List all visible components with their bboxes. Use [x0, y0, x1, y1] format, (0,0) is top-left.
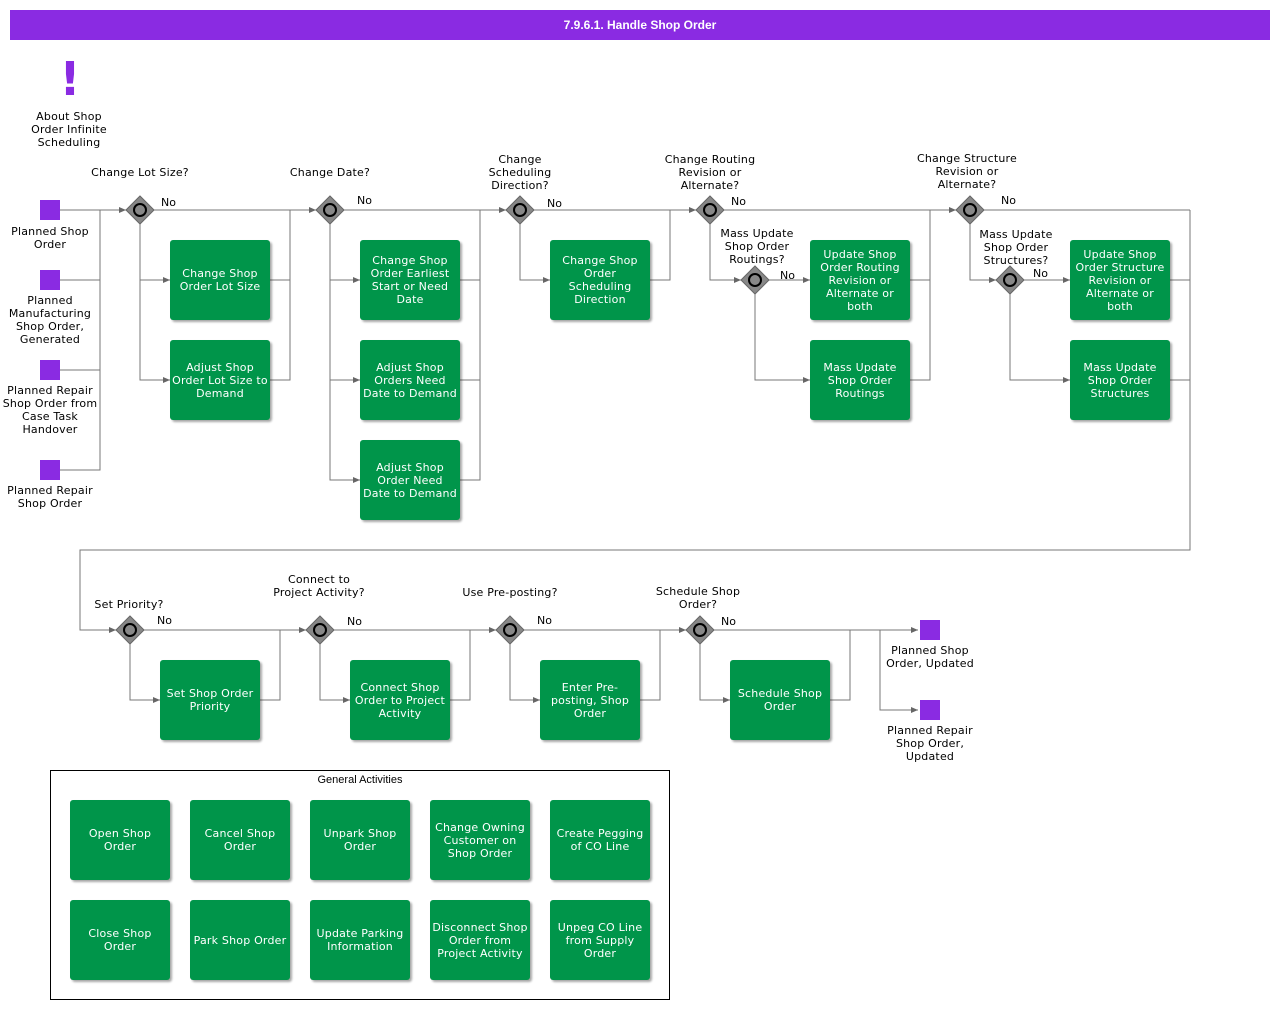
task-change-owning-customer[interactable]: Change Owning Customer on Shop Order [430, 800, 530, 880]
task-set-priority[interactable]: Set Shop Order Priority [160, 660, 260, 740]
gateway-label: Use Pre-posting? [462, 586, 558, 599]
no-label: No [161, 196, 176, 209]
task-update-parking-info[interactable]: Update Parking Information [310, 900, 410, 980]
gateway-change-routing-revision[interactable] [695, 195, 725, 225]
no-label: No [731, 195, 746, 208]
no-label: No [721, 615, 736, 628]
gateway-label: Change Routing Revision or Alternate? [664, 153, 756, 192]
no-label: No [1033, 267, 1048, 280]
gateway-use-preposting[interactable] [495, 615, 525, 645]
gateway-label: Change Date? [289, 166, 371, 179]
gateway-change-lot-size[interactable] [125, 195, 155, 225]
gateway-change-scheduling-direction[interactable] [505, 195, 535, 225]
gateway-label: Set Priority? [94, 598, 164, 611]
gateway-label: Change Structure Revision or Alternate? [917, 152, 1017, 191]
end-event-shop-order-updated[interactable] [920, 620, 940, 640]
task-park-shop-order[interactable]: Park Shop Order [190, 900, 290, 980]
gateway-change-date[interactable] [315, 195, 345, 225]
gateway-schedule-shop-order[interactable] [685, 615, 715, 645]
gateway-set-priority[interactable] [115, 615, 145, 645]
no-label: No [780, 269, 795, 282]
start-event-label: Planned Manufacturing Shop Order, Genera… [8, 294, 92, 346]
start-event-label: Planned Repair Shop Order from Case Task… [2, 384, 98, 436]
task-change-scheduling-direction[interactable]: Change Shop Order Scheduling Direction [550, 240, 650, 320]
start-event-planned-manufacturing[interactable] [40, 270, 60, 290]
task-disconnect-project-activity[interactable]: Disconnect Shop Order from Project Activ… [430, 900, 530, 980]
end-event-repair-order-updated[interactable] [920, 700, 940, 720]
gateway-label: Schedule Shop Order? [655, 585, 741, 611]
end-event-label: Planned Repair Shop Order, Updated [887, 724, 973, 763]
gateway-change-structure-revision[interactable] [955, 195, 985, 225]
task-change-lot-size[interactable]: Change Shop Order Lot Size [170, 240, 270, 320]
task-mass-update-structures[interactable]: Mass Update Shop Order Structures [1070, 340, 1170, 420]
no-label: No [1001, 194, 1016, 207]
task-open-shop-order[interactable]: Open Shop Order [70, 800, 170, 880]
no-label: No [357, 194, 372, 207]
exclamation-icon[interactable]: ! [59, 52, 81, 106]
task-change-start-need-date[interactable]: Change Shop Order Earliest Start or Need… [360, 240, 460, 320]
task-unpeg-co-line[interactable]: Unpeg CO Line from Supply Order [550, 900, 650, 980]
gateway-connect-project[interactable] [305, 615, 335, 645]
gateway-label: Mass Update Shop Order Structures? [979, 228, 1053, 267]
task-connect-project-activity[interactable]: Connect Shop Order to Project Activity [350, 660, 450, 740]
gateway-mass-update-routings[interactable] [740, 265, 770, 295]
task-close-shop-order[interactable]: Close Shop Order [70, 900, 170, 980]
gateway-label: Change Lot Size? [91, 166, 189, 179]
diagram-title: 7.9.6.1. Handle Shop Order [10, 10, 1270, 40]
no-label: No [537, 614, 552, 627]
start-event-label: Planned Shop Order [11, 225, 89, 251]
start-event-planned-shop-order[interactable] [40, 200, 60, 220]
task-update-routing-revision[interactable]: Update Shop Order Routing Revision or Al… [810, 240, 910, 320]
gateway-label: Change Scheduling Direction? [488, 153, 552, 192]
no-label: No [347, 615, 362, 628]
end-event-label: Planned Shop Order, Updated [886, 644, 974, 670]
task-update-structure-revision[interactable]: Update Shop Order Structure Revision or … [1070, 240, 1170, 320]
task-enter-preposting[interactable]: Enter Pre-posting, Shop Order [540, 660, 640, 740]
start-event-label: Planned Repair Shop Order [7, 484, 93, 510]
task-mass-update-routings[interactable]: Mass Update Shop Order Routings [810, 340, 910, 420]
start-event-planned-repair-case[interactable] [40, 360, 60, 380]
task-schedule-shop-order[interactable]: Schedule Shop Order [730, 660, 830, 740]
task-adjust-lot-size[interactable]: Adjust Shop Order Lot Size to Demand [170, 340, 270, 420]
group-title: General Activities [317, 774, 403, 786]
task-unpark-shop-order[interactable]: Unpark Shop Order [310, 800, 410, 880]
task-adjust-orders-need-date[interactable]: Adjust Shop Orders Need Date to Demand [360, 340, 460, 420]
task-cancel-shop-order[interactable]: Cancel Shop Order [190, 800, 290, 880]
gateway-label: Mass Update Shop Order Routings? [720, 227, 794, 266]
task-adjust-order-need-date[interactable]: Adjust Shop Order Need Date to Demand [360, 440, 460, 520]
task-create-pegging[interactable]: Create Pegging of CO Line [550, 800, 650, 880]
gateway-label: Connect to Project Activity? [273, 573, 365, 599]
no-label: No [157, 614, 172, 627]
info-label[interactable]: About Shop Order Infinite Scheduling [31, 110, 107, 149]
no-label: No [547, 197, 562, 210]
gateway-mass-update-structures[interactable] [995, 265, 1025, 295]
general-activities-group: General Activities [50, 770, 670, 1000]
start-event-planned-repair[interactable] [40, 460, 60, 480]
